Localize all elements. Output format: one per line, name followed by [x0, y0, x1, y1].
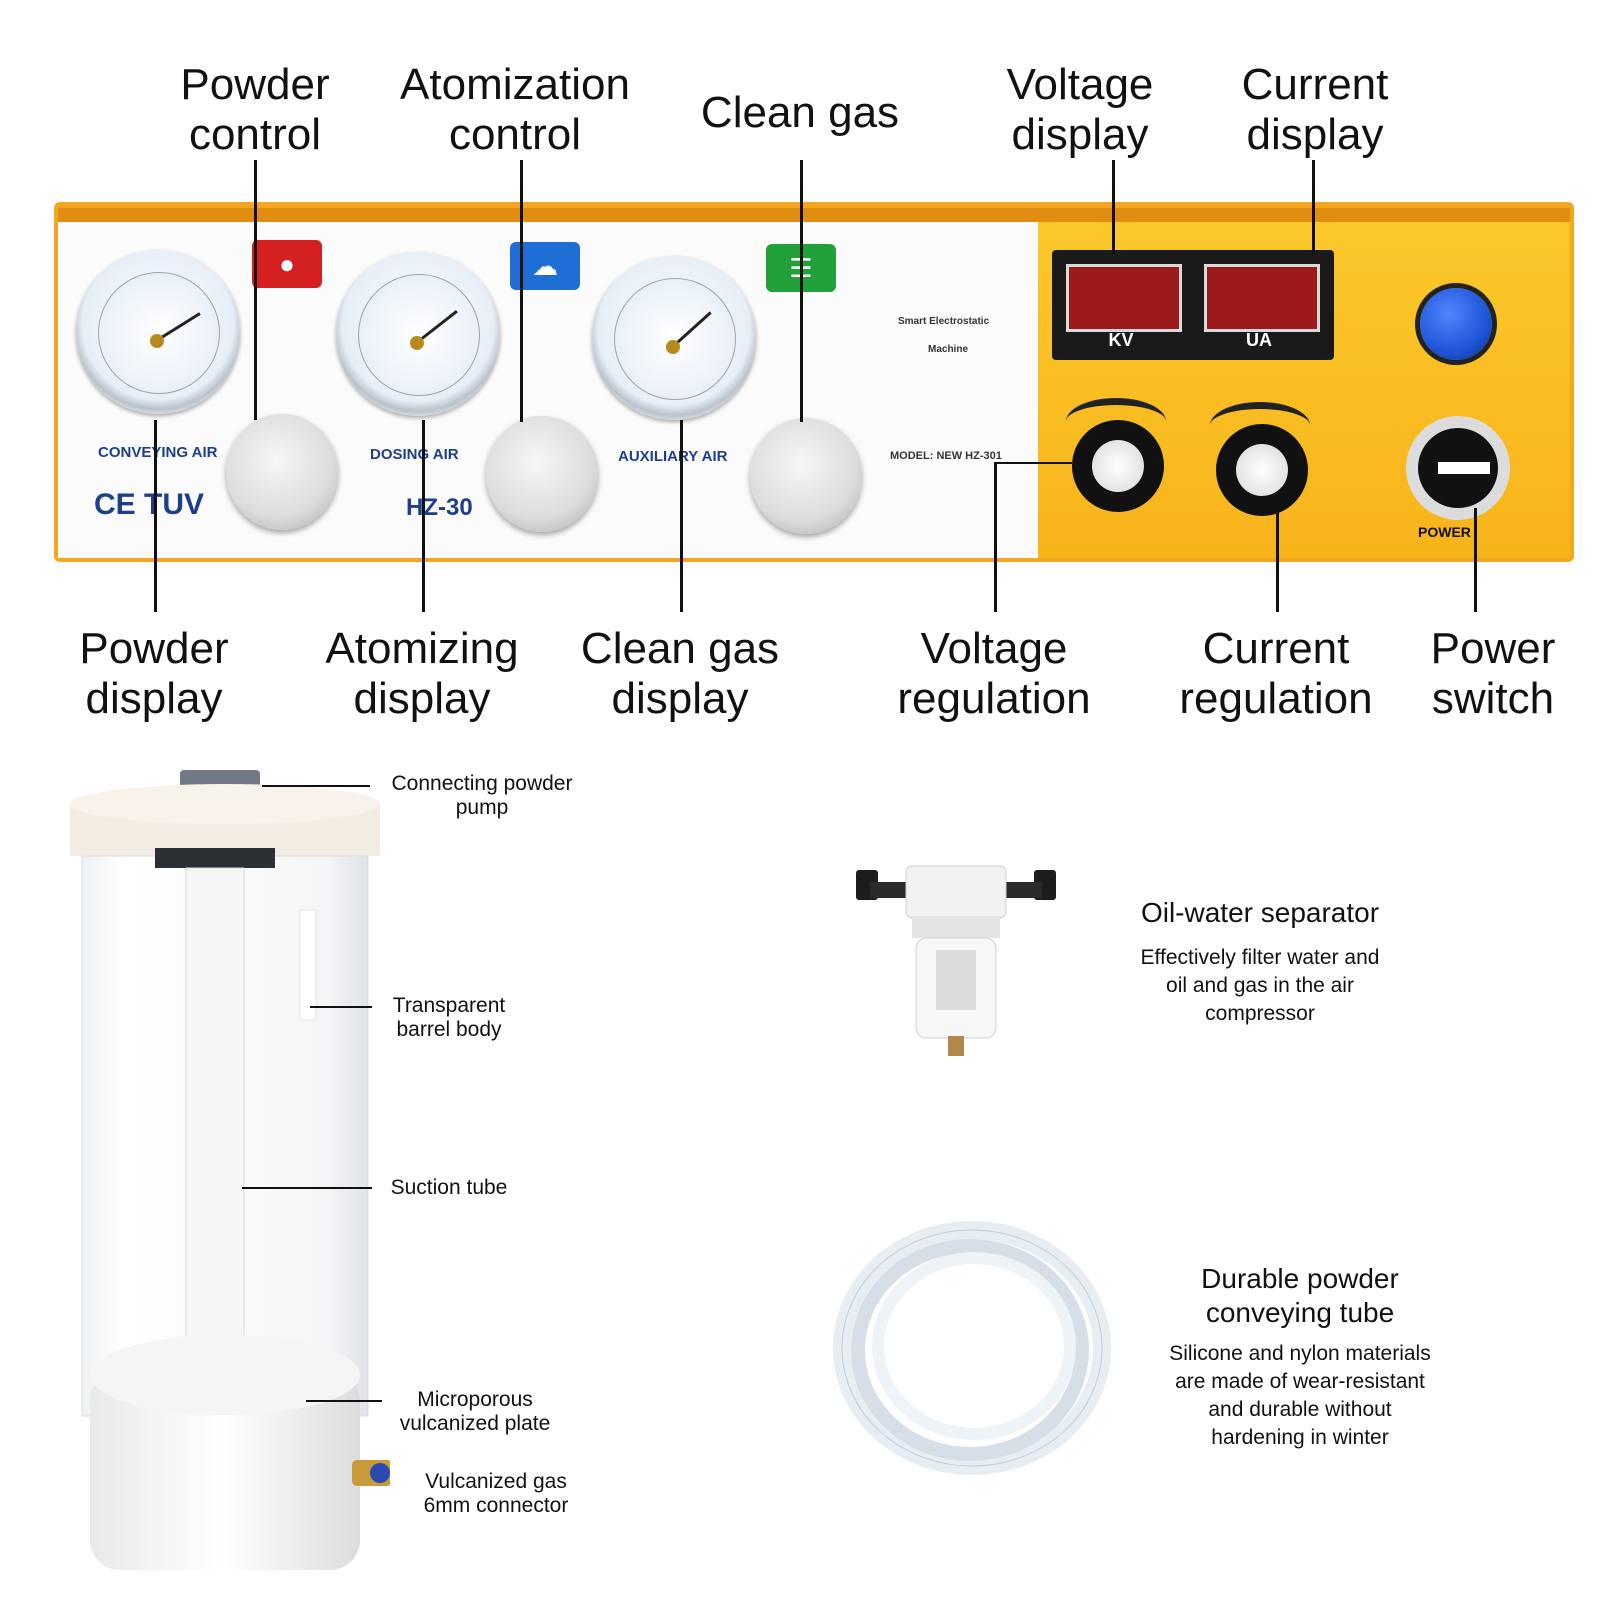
separator-title: Oil-water separator: [1140, 897, 1380, 928]
leader-connecting-powder-pump: [262, 785, 370, 787]
oil-water-separator-illustration: [856, 865, 1056, 1056]
leader-voltage-regulation: [994, 462, 997, 612]
label-clean-gas: Clean gas: [700, 88, 900, 137]
leader-atomization-control: [520, 160, 523, 422]
leader-voltage-regulation-h: [996, 462, 1072, 464]
leader-clean-gas: [800, 160, 803, 422]
model-line: MODEL: NEW HZ-301: [890, 450, 1002, 462]
conveying-air-gauge: [76, 250, 240, 414]
voltage-dial-arc: [1066, 398, 1166, 445]
leader-suction-tube: [242, 1187, 372, 1189]
powder-icon: ●: [252, 240, 322, 288]
display-housing: KV UA: [1052, 250, 1334, 360]
voltage-display: [1066, 264, 1182, 332]
auxiliary-air-gauge: [592, 256, 756, 420]
leader-voltage-display: [1112, 160, 1115, 254]
powder-control-knob[interactable]: [226, 414, 338, 530]
leader-atomizing-display: [422, 420, 425, 612]
label-suction-tube: Suction tube: [390, 1176, 508, 1199]
leader-powder-control: [254, 160, 257, 420]
power-label: POWER: [1418, 524, 1471, 540]
voltage-unit: KV: [1108, 330, 1134, 350]
certification-marks: CE TUV: [94, 488, 205, 521]
leader-clean-gas-display: [680, 420, 683, 612]
atomization-control-knob[interactable]: [486, 416, 598, 532]
current-display: [1204, 264, 1320, 332]
leader-powder-display: [154, 420, 157, 612]
clean-gas-control-knob[interactable]: [750, 418, 862, 534]
dosing-air-gauge: [336, 252, 500, 416]
power-switch[interactable]: [1418, 428, 1498, 508]
current-unit: UA: [1246, 330, 1272, 350]
gauge-label-conveying-air: CONVEYING AIR: [98, 444, 218, 461]
leader-current-display: [1312, 160, 1315, 254]
leader-power-switch: [1474, 508, 1477, 612]
leader-microporous-plate: [306, 1400, 382, 1402]
leader-current-regulation: [1276, 508, 1279, 612]
gauge-label-dosing-air: DOSING AIR: [370, 446, 459, 463]
powder-hopper-illustration: [70, 770, 390, 1570]
control-panel-top-strip: [58, 208, 1570, 222]
brand-line-2: Machine: [928, 344, 969, 355]
voltage-regulation-dial[interactable]: [1072, 420, 1164, 512]
powder-conveying-tube-illustration: [833, 1221, 1111, 1475]
current-dial-arc: [1210, 402, 1310, 449]
indicator-button[interactable]: [1420, 288, 1492, 360]
gauge-label-auxiliary-air: AUXILIARY AIR: [618, 448, 728, 465]
leader-transparent-barrel: [310, 1006, 372, 1008]
brand-line-1: Smart Electrostatic: [898, 316, 990, 327]
current-regulation-dial[interactable]: [1216, 424, 1308, 516]
model-short: HZ-30: [406, 494, 473, 521]
